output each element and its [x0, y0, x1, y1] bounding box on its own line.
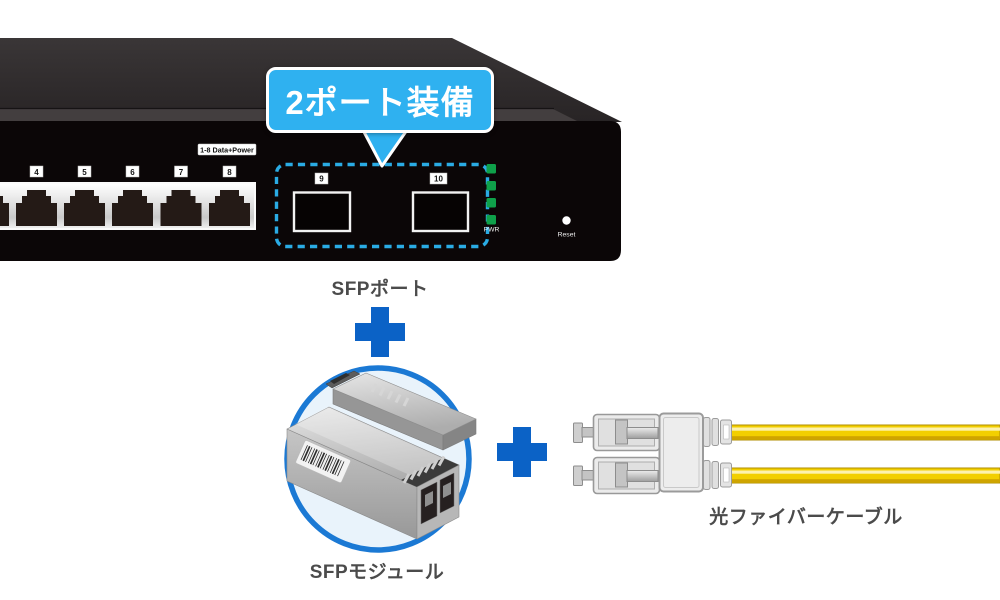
port-number-badges: 4 5 6 7 8 [29, 165, 237, 178]
rj45-port [209, 190, 250, 226]
port-number-badge [174, 165, 188, 178]
module-top-sheen [295, 407, 444, 476]
module-gasket-fingers [402, 455, 446, 484]
cable-shade [729, 436, 1000, 440]
port-number-badge [222, 165, 237, 178]
boot-ring [711, 418, 719, 446]
duplex-clip [658, 412, 704, 493]
duplex-clip-inner [663, 417, 700, 488]
led-indicator [486, 181, 496, 191]
plus-icon [497, 427, 547, 477]
port-number-badge [125, 165, 140, 178]
port-number-badge [314, 172, 329, 185]
sfp-port-10 [411, 191, 470, 233]
rj45-port [160, 190, 202, 226]
port-number: 10 [434, 175, 443, 184]
port-number-badge [429, 172, 448, 185]
lc-connector [572, 456, 733, 495]
barcode-stripes-thick [302, 445, 340, 475]
ferrule-tip [573, 422, 583, 443]
cable-shade [729, 479, 1000, 483]
module-gasket-band [401, 458, 459, 487]
rj45-port-partial [0, 196, 9, 226]
latch-arm [626, 427, 659, 439]
rj45-port [64, 190, 105, 226]
rj45-port [112, 190, 153, 226]
port-number-badge [77, 165, 92, 178]
ferrule-stem [581, 427, 595, 438]
callout-bubble: 2ポート装備 [266, 67, 494, 133]
plus-icon [355, 307, 405, 357]
switch-graphic: 4 5 6 7 8 1-8 Data+Power [0, 38, 622, 261]
port-number: 4 [34, 168, 39, 177]
callout-text: 2ポート装備 [285, 84, 475, 121]
port-number: 6 [130, 168, 135, 177]
fiber-cable-line [728, 424, 1000, 441]
sfp-port-caption: SFPポート [331, 279, 429, 300]
led-indicator [486, 198, 496, 208]
rj45-port [16, 190, 57, 226]
cable-highlight [729, 427, 1000, 431]
sfp-module-graphic [286, 370, 477, 540]
fiber-cable-line [728, 467, 1000, 484]
reset-button [562, 216, 571, 225]
led-column [486, 164, 496, 225]
cable-highlight [729, 470, 1000, 474]
port-number: 7 [179, 168, 184, 177]
barcode-label [295, 440, 351, 483]
port-number: 5 [82, 168, 87, 177]
fiber-cable-graphic [572, 412, 1000, 495]
connector-latch [615, 419, 628, 445]
pwr-label: PWR [484, 227, 500, 234]
fiber-cable-caption: 光ファイバーケーブル [709, 507, 903, 528]
data-power-badge: 1-8 Data+Power [197, 143, 257, 156]
data-power-badge-bg [197, 143, 257, 156]
data-power-badge-text: 1-8 Data+Power [200, 145, 254, 154]
lc-latch-tab [443, 482, 451, 498]
reset-label: Reset [558, 232, 576, 239]
led-indicator [486, 215, 496, 225]
barcode-stripes-thin [300, 445, 345, 477]
module-bail-inner [330, 373, 350, 384]
rj45-ports [0, 190, 250, 226]
module-back-ribs [370, 383, 410, 407]
lc-connector [573, 413, 732, 452]
cable-boot-slot [723, 424, 730, 440]
lc-latch-tab [425, 491, 433, 507]
sfp-number-badges: 9 10 [314, 172, 448, 185]
sfp-module-circle [284, 365, 477, 553]
port-number: 9 [319, 175, 324, 184]
boot-ring [703, 417, 711, 447]
sfp-port-9 [292, 191, 352, 233]
port-number-badge [29, 165, 44, 178]
led-indicator [486, 164, 496, 174]
sfp-module-caption: SFPモジュール [309, 562, 445, 583]
port-number: 8 [227, 168, 232, 177]
